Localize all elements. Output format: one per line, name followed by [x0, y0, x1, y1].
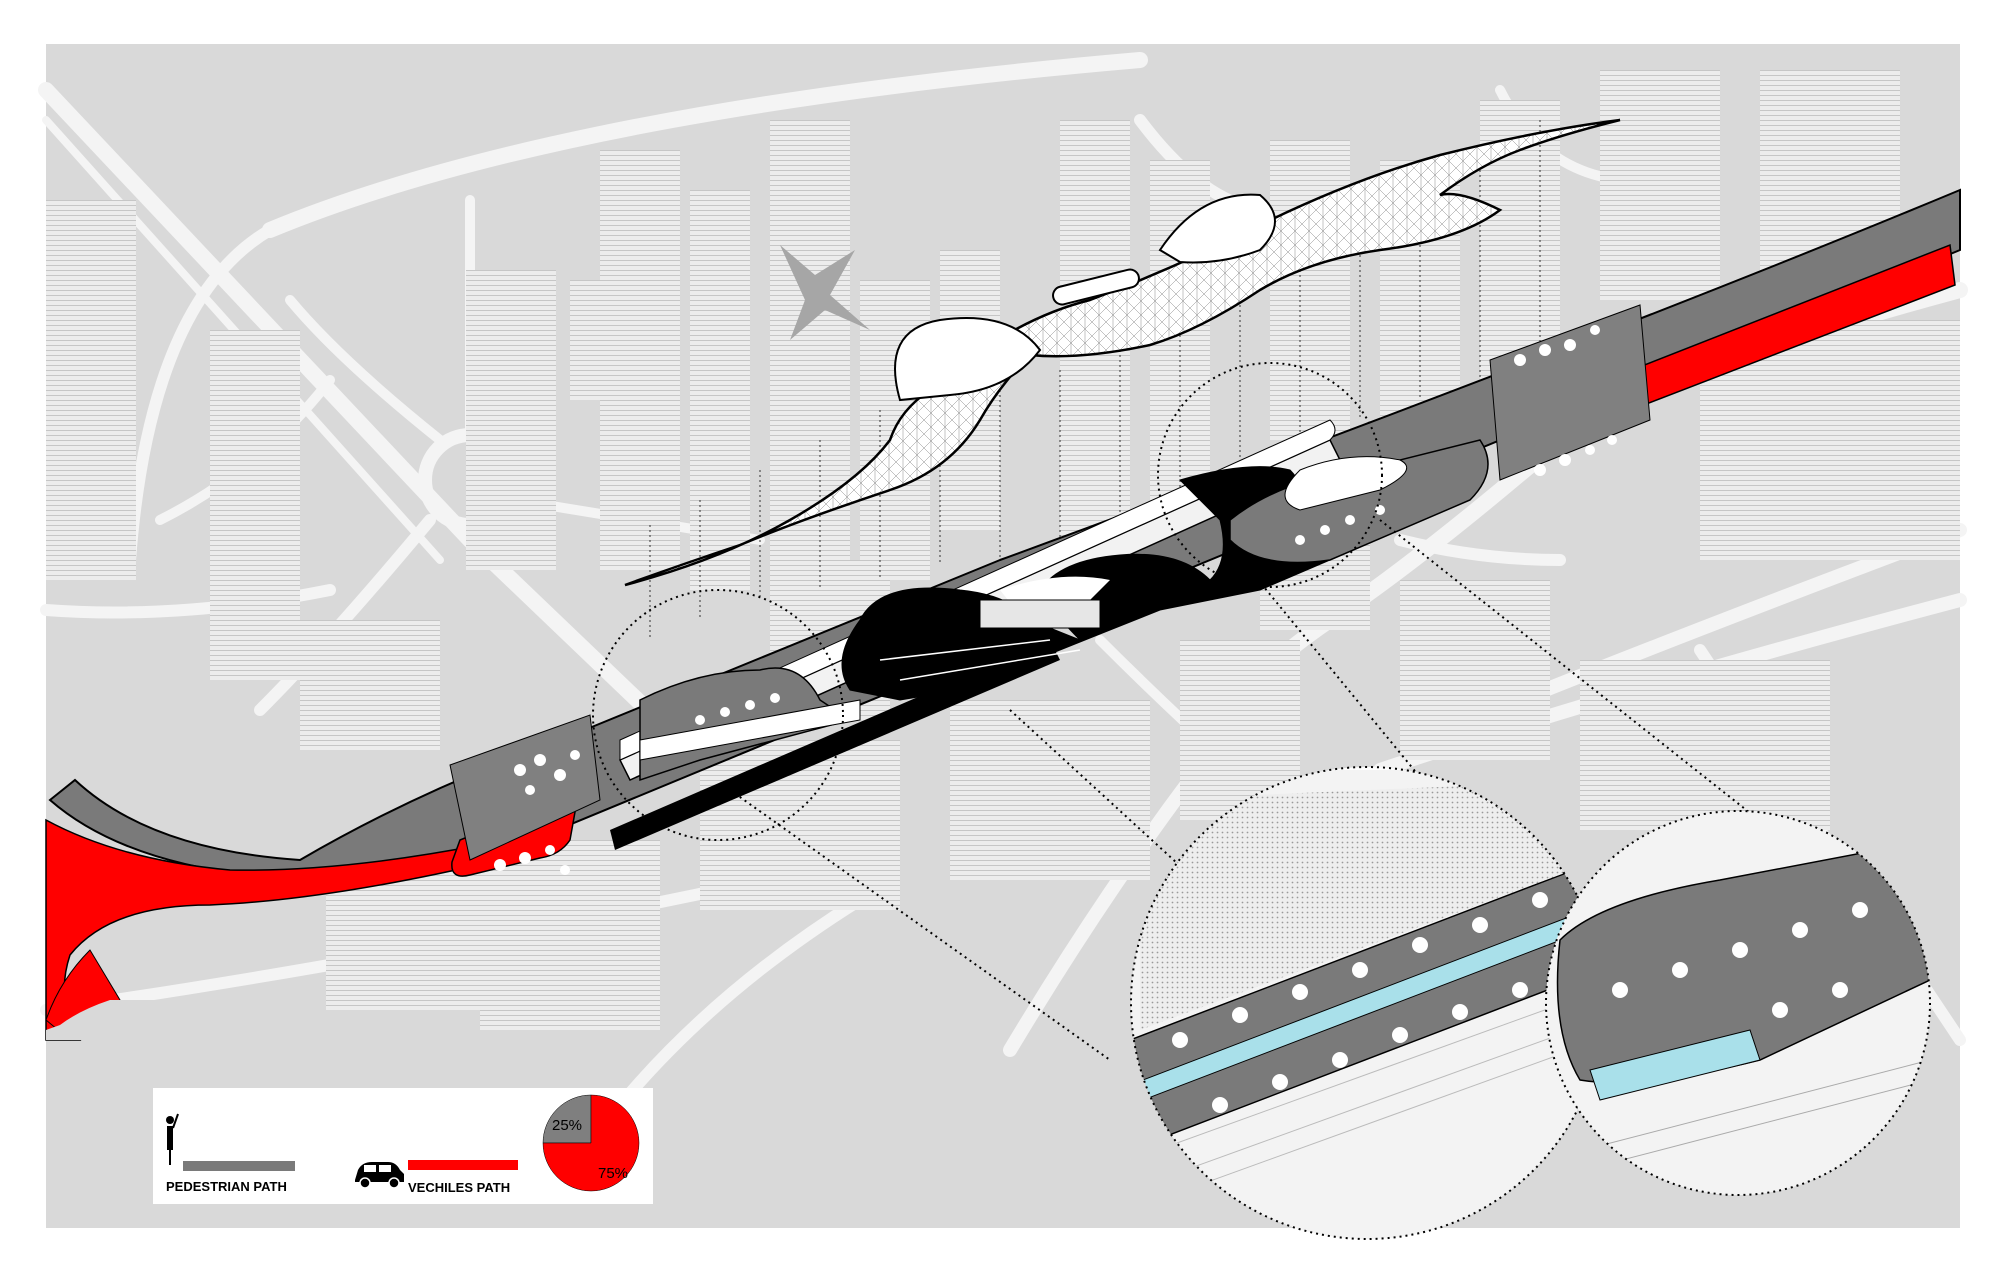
detail-view-west — [1130, 766, 1604, 1240]
vehicle-swatch — [408, 1160, 518, 1170]
car-icon — [355, 1162, 404, 1189]
canopy-roof — [624, 118, 1621, 587]
vehicle-path-sweep — [45, 818, 502, 1041]
pie-slice — [542, 1094, 640, 1192]
pedestrian-path-label: PEDESTRIAN PATH — [166, 1179, 287, 1194]
pie-slice — [542, 1094, 592, 1144]
vehicles-path-label: VECHILES PATH — [408, 1180, 510, 1195]
site-map-background — [38, 44, 1968, 1228]
plaza-marker — [780, 245, 870, 340]
person-icon — [166, 1113, 179, 1165]
detail-view-east — [1545, 810, 1931, 1196]
station-structure — [610, 419, 1489, 850]
pie-slice-label: 75% — [598, 1165, 628, 1182]
trees-west — [494, 750, 580, 875]
trees-east — [1514, 325, 1617, 476]
modal-share-pie: 25% 75% — [542, 1094, 640, 1192]
corridor — [45, 188, 1961, 1041]
pedestrian-swatch — [183, 1161, 295, 1171]
legend-panel: PEDESTRIAN PATH VECHILES PATH 25% 75% — [153, 1088, 653, 1204]
pie-slice-label: 25% — [552, 1117, 582, 1134]
